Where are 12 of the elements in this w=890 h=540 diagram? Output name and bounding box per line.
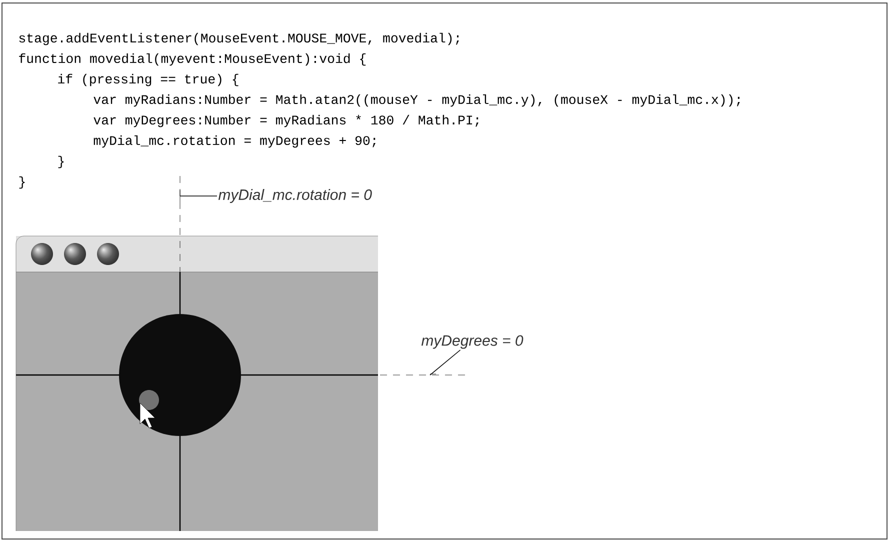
code-line: function movedial(myevent:MouseEvent):void {	[19, 53, 366, 66]
code-line: }	[19, 176, 25, 189]
code-line: var myDegrees:Number = myRadians * 180 / Math.PI;	[94, 114, 478, 128]
annotation-text: myDegrees = 0	[421, 335, 524, 349]
code-line: if (pressing == true) {	[58, 74, 238, 86]
code-line: }	[58, 156, 64, 168]
leader-line	[180, 190, 218, 202]
code-line: myDial_mc.rotation = myDegrees + 90;	[94, 135, 376, 148]
code-line: var myRadians:Number = Math.atan2((mouseY - myDial_mc.y), (mouseX - myDial_mc.x));	[94, 94, 740, 107]
code-line: stage.addEventListener(MouseEvent.MOUSE_MOVE, movedial);	[19, 32, 459, 46]
annotation-text: myDial_mc.rotation = 0	[218, 189, 372, 203]
leader-line	[430, 350, 461, 376]
